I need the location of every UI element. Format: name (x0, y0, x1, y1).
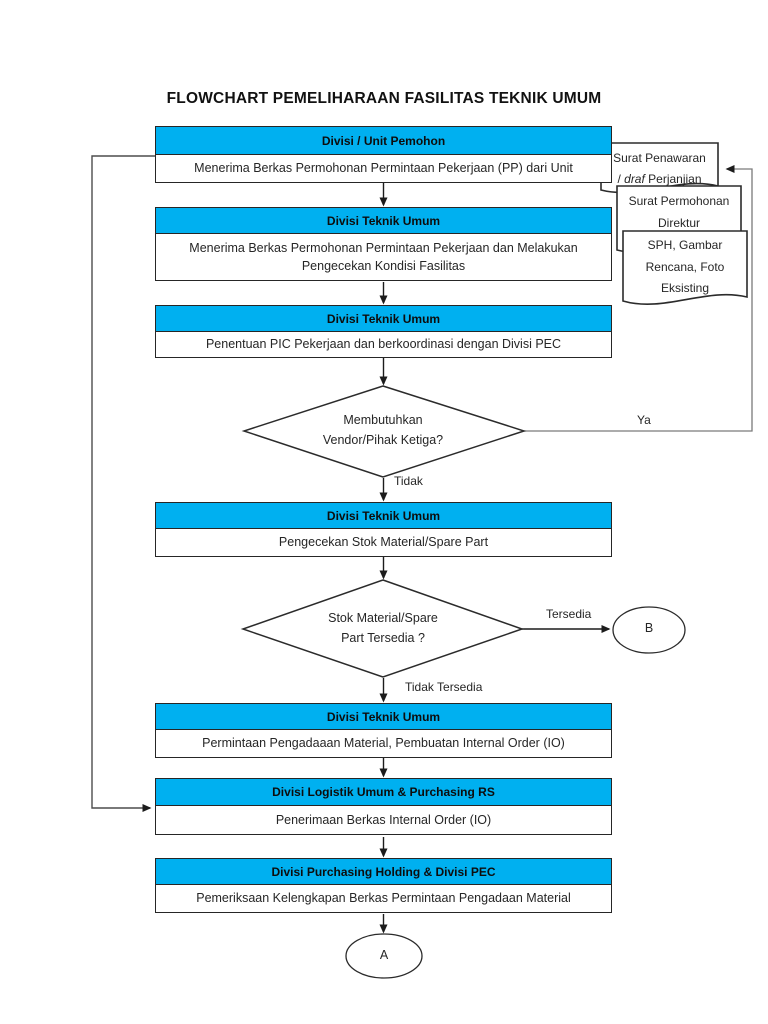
branch-label-tidak: Tidak (394, 474, 423, 488)
document-text-surat-permohonan: Surat Permohonan Direktur (628, 194, 730, 230)
process-box-teknik-umum-2: Divisi Teknik Umum Penentuan PIC Pekerja… (155, 305, 612, 358)
process-box-teknik-umum-4: Divisi Teknik Umum Permintaan Pengadaaan… (155, 703, 612, 758)
process-box-header: Divisi Teknik Umum (156, 208, 611, 234)
process-box-header: Divisi / Unit Pemohon (156, 127, 611, 155)
connector-box1-to-box6 (91, 155, 157, 812)
process-box-header: Divisi Teknik Umum (156, 503, 611, 529)
decision-diamond-vendor (241, 385, 527, 478)
process-box-teknik-umum-1: Divisi Teknik Umum Menerima Berkas Permo… (155, 207, 612, 281)
document-shape-sph-gambar (622, 230, 748, 305)
process-box-header: Divisi Teknik Umum (156, 704, 611, 730)
connector-ya-to-documents (524, 165, 753, 432)
process-box-purchasing-holding-pec: Divisi Purchasing Holding & Divisi PEC P… (155, 858, 612, 913)
branch-label-tidak-tersedia: Tidak Tersedia (405, 680, 483, 694)
decision-vendor-text: Membutuhkan Vendor/Pihak Ketiga? (322, 413, 444, 447)
branch-label-ya: Ya (637, 413, 651, 427)
process-box-divisi-unit-pemohon: Divisi / Unit Pemohon Menerima Berkas Pe… (155, 126, 612, 183)
process-box-teknik-umum-3: Divisi Teknik Umum Pengecekan Stok Mater… (155, 502, 612, 557)
process-box-header: Divisi Teknik Umum (156, 306, 611, 332)
offpage-connector-a-label: A (379, 948, 389, 962)
process-box-body: Permintaan Pengadaaan Material, Pembuata… (202, 736, 565, 751)
decision-diamond-stok (240, 579, 525, 678)
document-text-surat-penawaran: Surat Penawaran / draf Perjanjian (613, 151, 706, 186)
process-box-body: Pengecekan Stok Material/Spare Part (278, 535, 489, 550)
process-box-body: Menerima Berkas Permohonan Permintaan Pe… (189, 240, 578, 273)
offpage-connector-b-circle (612, 606, 686, 654)
process-box-header: Divisi Logistik Umum & Purchasing RS (156, 779, 611, 806)
decision-stok-text: Stok Material/Spare Part Tersedia ? (328, 611, 438, 645)
document-text-sph-gambar: SPH, Gambar Rencana, Foto Eksisting (645, 238, 725, 296)
offpage-connector-a-circle (345, 933, 423, 979)
process-box-body: Pemeriksaan Kelengkapan Berkas Permintaa… (196, 891, 571, 906)
process-box-body: Penerimaan Berkas Internal Order (IO) (275, 812, 492, 827)
branch-label-tersedia: Tersedia (546, 607, 592, 621)
process-box-logistik-purchasing: Divisi Logistik Umum & Purchasing RS Pen… (155, 778, 612, 835)
process-box-body: Menerima Berkas Permohonan Permintaan Pe… (194, 161, 573, 176)
process-box-body: Penentuan PIC Pekerjaan dan berkoordinas… (205, 337, 562, 352)
page-title: FLOWCHART PEMELIHARAAN FASILITAS TEKNIK … (166, 90, 602, 107)
process-box-header: Divisi Purchasing Holding & Divisi PEC (156, 859, 611, 885)
offpage-connector-b-label: B (644, 621, 654, 635)
